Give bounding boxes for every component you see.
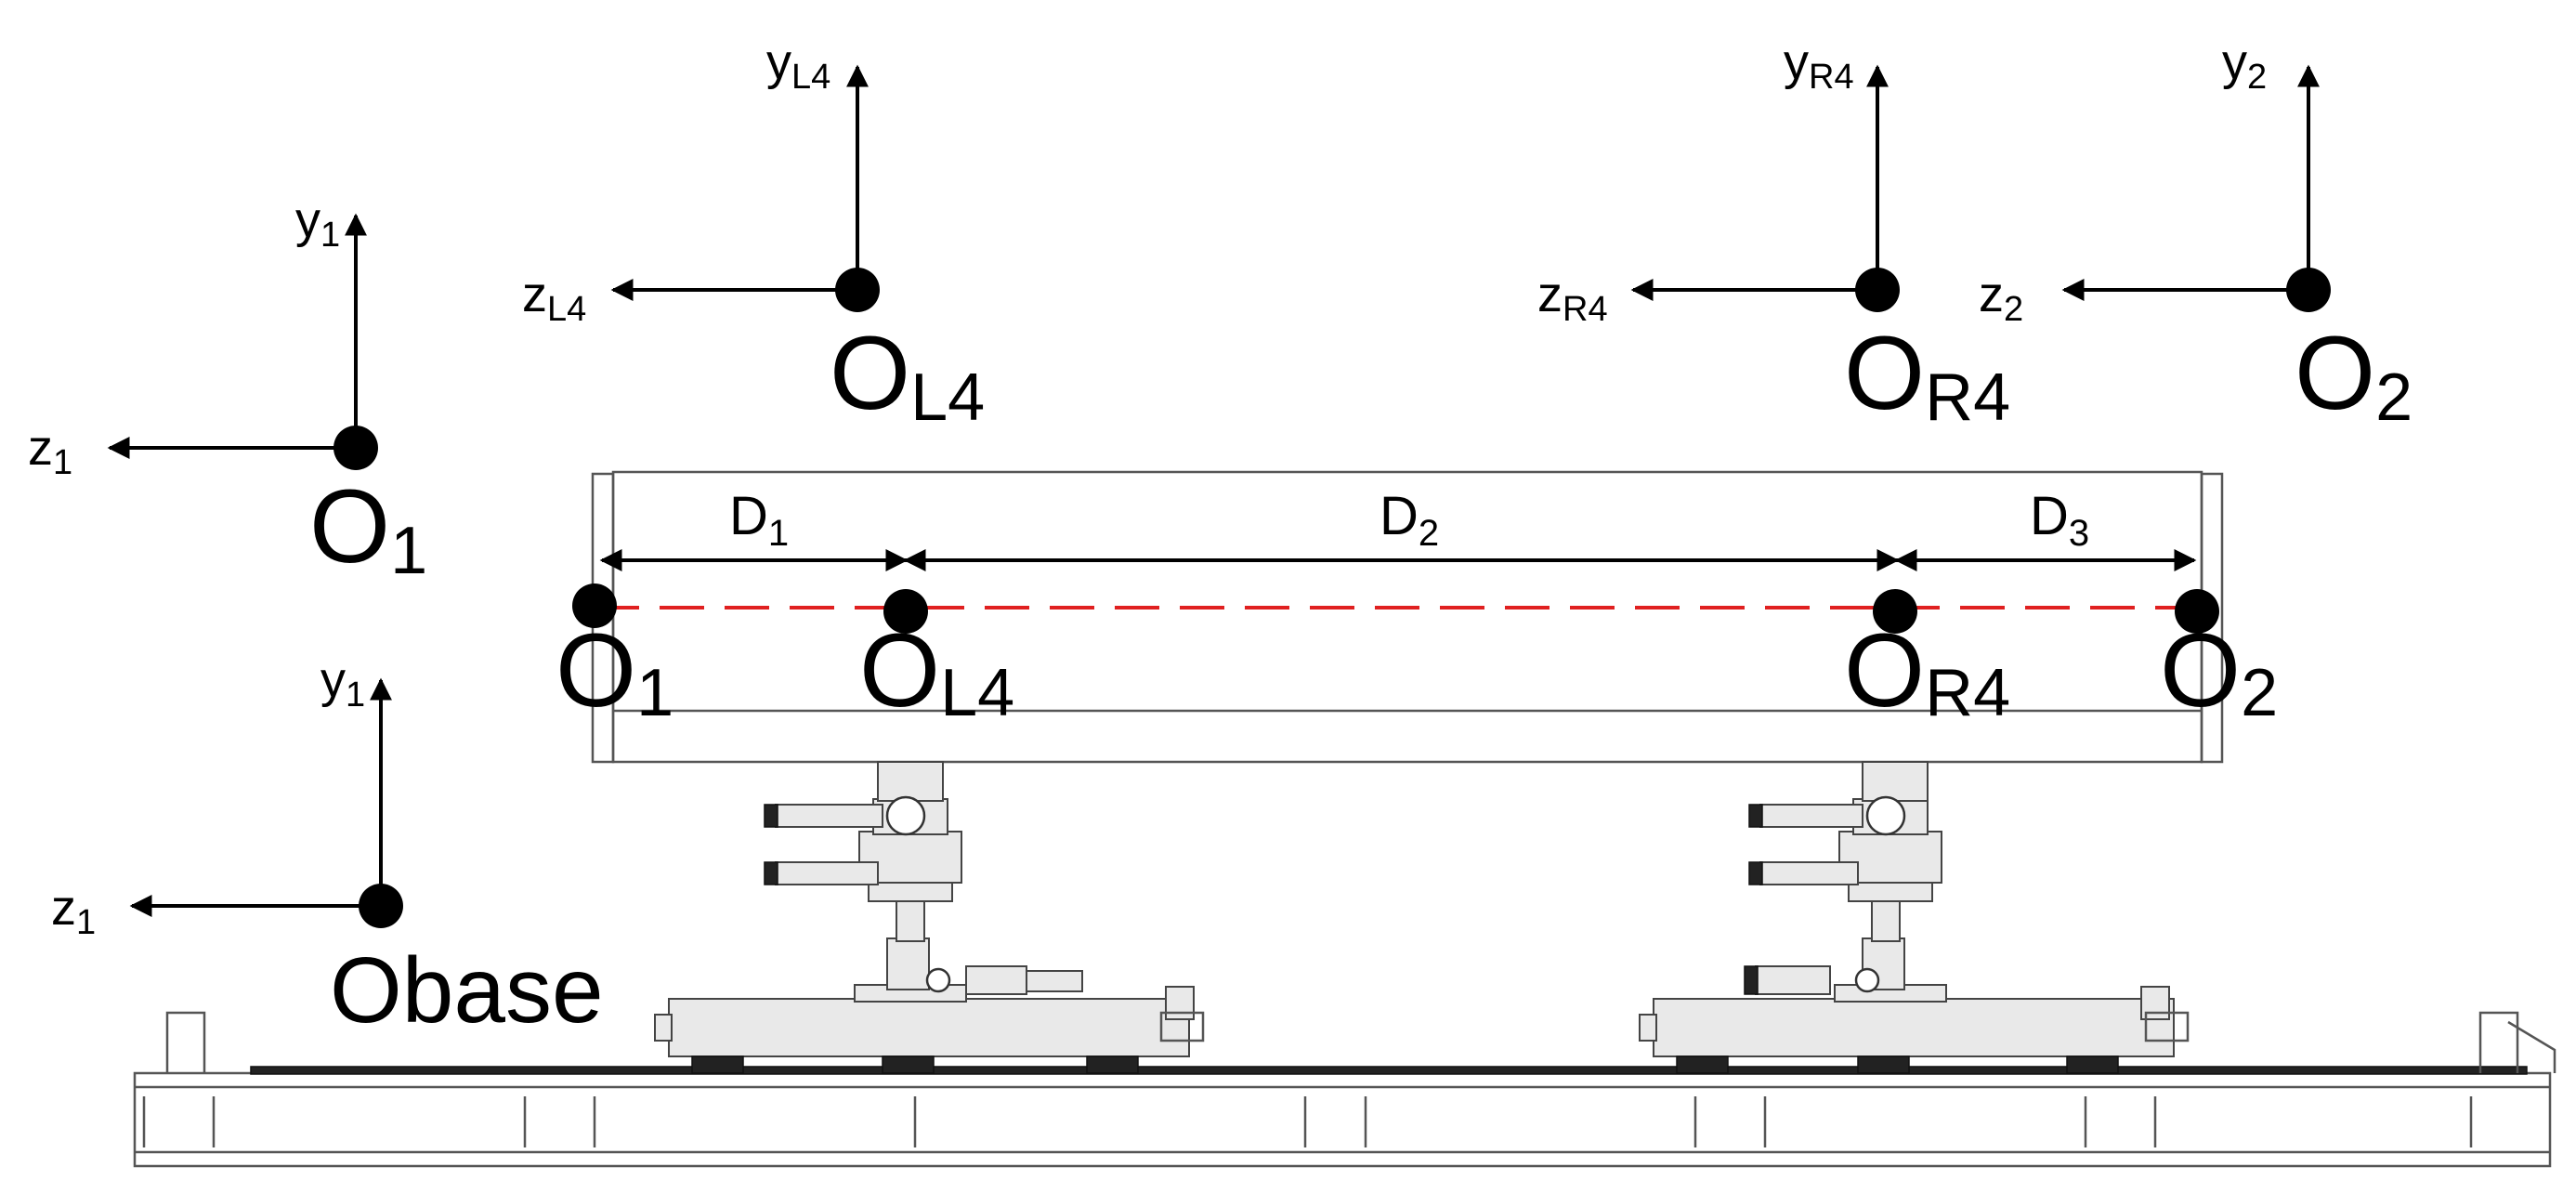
frame-or4-origin-label: OR4	[1844, 315, 2010, 435]
beam-point-ol4	[883, 589, 928, 634]
frame-ol4-z-label: zL4	[522, 267, 586, 329]
left-carriage	[654, 761, 1205, 1074]
frame-or4-z-label: zR4	[1537, 267, 1608, 329]
beam-point-o1	[572, 583, 617, 628]
frame-ol4-origin-dot	[835, 268, 880, 312]
frame-o1-z-label: z1	[28, 420, 72, 482]
frame-o2: y2 z2 O2	[1979, 34, 2413, 435]
frame-o2-origin-dot	[2286, 268, 2331, 312]
frame-o1-y-label: y1	[295, 192, 340, 255]
beam-label-o2: O2	[2160, 612, 2278, 730]
frame-ol4-origin-label: OL4	[830, 315, 985, 435]
beam-point-or4	[1873, 589, 1917, 634]
beam-label-or4: OR4	[1844, 612, 2010, 730]
frame-base-origin-label: Obase	[330, 938, 604, 1042]
frame-o2-y-label: y2	[2222, 34, 2267, 97]
frame-ol4-y-label: yL4	[766, 34, 830, 97]
frame-base-y-label: y1	[320, 652, 365, 714]
frame-or4: yR4 zR4 OR4	[1537, 34, 2010, 435]
gantry-rail-base	[133, 1011, 2556, 1168]
frame-ol4: yL4 zL4 OL4	[522, 34, 985, 435]
frame-o1: y1 z1 O1	[28, 192, 427, 588]
frame-o1-origin-label: O1	[309, 468, 427, 588]
dimension-d1-label: D1	[729, 486, 789, 554]
frame-or4-y-label: yR4	[1784, 34, 1854, 97]
beam-point-o2	[2175, 589, 2219, 634]
beam-label-ol4: OL4	[859, 612, 1014, 730]
right-carriage	[1639, 761, 2190, 1074]
frame-o2-z-label: z2	[1979, 267, 2023, 329]
frame-or4-origin-dot	[1855, 268, 1900, 312]
beam-label-o1: O1	[556, 612, 673, 730]
dimension-d3-label: D3	[2030, 486, 2089, 554]
frame-o2-origin-label: O2	[2295, 315, 2413, 435]
frame-base-origin-dot	[359, 884, 403, 928]
frame-base: y1 z1 Obase	[51, 652, 604, 1042]
dimension-d2-label: D2	[1380, 486, 1439, 554]
frame-o1-origin-dot	[333, 426, 378, 470]
frame-base-z-label: z1	[51, 880, 96, 942]
